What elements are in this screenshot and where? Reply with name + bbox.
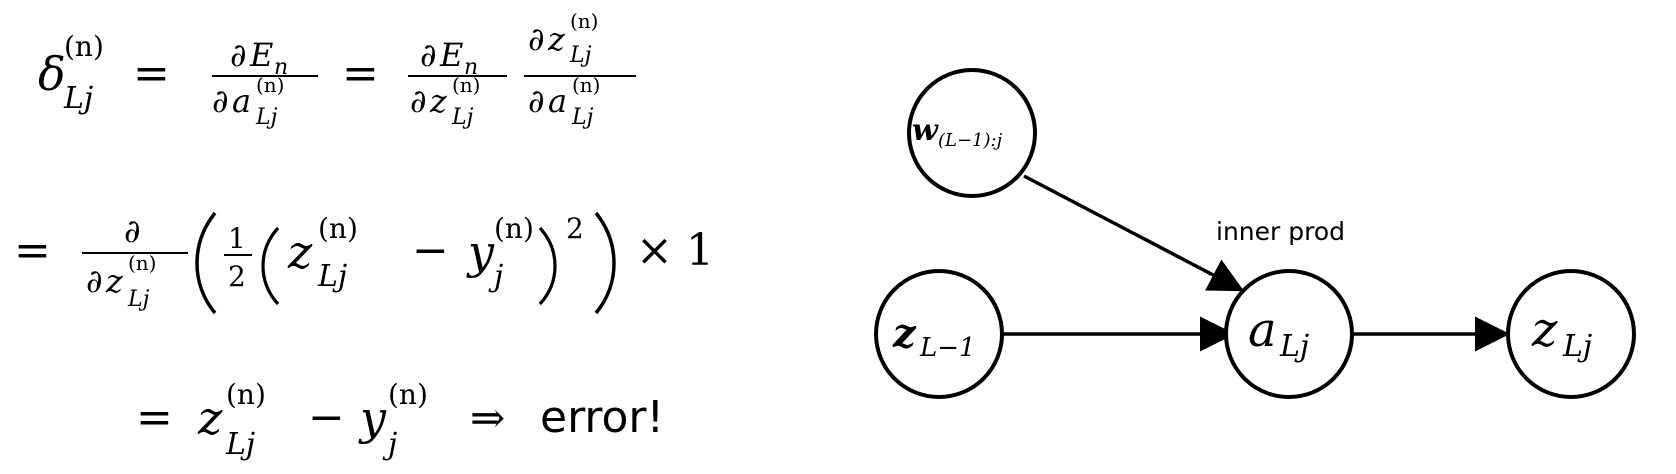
minus-sign: − (308, 392, 345, 443)
pre-activation-symbol: z (429, 82, 448, 120)
weights-subscript: (L−1):j (938, 130, 1003, 151)
edge-label-inner-prod: inner prod (1216, 217, 1345, 246)
previous-layer-subscript: L−1 (919, 333, 976, 363)
partial-symbol: ∂ (212, 82, 229, 120)
node-activation: a Lj (1224, 269, 1354, 399)
partial-symbol: ∂ (528, 20, 545, 58)
minus-sign: − (412, 225, 449, 276)
pre-activation-symbol: z (547, 20, 566, 58)
half-denominator: 2 (228, 260, 246, 293)
equation-line-2: = ∂ ∂ z (n) Lj 1 2 z (n) Lj − y (n) j (14, 211, 714, 315)
partial-symbol: ∂ (410, 82, 427, 120)
energy-symbol: E (249, 36, 273, 74)
pre-activation-symbol: z (105, 262, 124, 300)
implies-arrow: ⇒ (470, 393, 505, 442)
activation-symbol: a (232, 82, 251, 120)
pre-activation-superscript: (n) (570, 9, 599, 33)
target-superscript: (n) (388, 378, 428, 411)
energy-subscript: n (464, 55, 478, 80)
pre-activation-superscript: (n) (318, 212, 358, 245)
equals-sign-4: = (136, 392, 173, 443)
partial-symbol: ∂ (124, 212, 141, 250)
equals-sign-2: = (342, 48, 379, 99)
equation-line-1: δ (n) Lj = ∂ E n ∂ a (n) Lj = ∂ E n ∂ z … (38, 9, 636, 130)
pre-activation-subscript: Lj (569, 43, 592, 68)
delta-subscript: Lj (63, 81, 93, 116)
equation-block: δ (n) Lj = ∂ E n ∂ a (n) Lj = ∂ E n ∂ z … (14, 9, 714, 462)
inner-right-parenthesis (538, 226, 557, 306)
edge-weights-to-activation (1023, 174, 1245, 292)
activation-subscript: Lj (255, 105, 278, 130)
node-weights: w (L−1):j (907, 68, 1037, 198)
delta-superscript: (n) (64, 30, 104, 63)
pre-activation-superscript: (n) (128, 251, 157, 275)
pre-activation-subscript: Lj (127, 287, 150, 312)
activation-superscript: (n) (572, 73, 601, 97)
large-left-parenthesis (195, 211, 217, 315)
energy-symbol: E (439, 36, 463, 74)
target-symbol: y (466, 225, 495, 279)
activation-subscript: Lj (571, 105, 594, 130)
output-node-subscript: Lj (1562, 329, 1592, 364)
equals-sign-3: = (14, 225, 51, 276)
times-one: 1 (686, 225, 714, 276)
pre-activation-superscript: (n) (226, 378, 266, 411)
weights-symbol: w (912, 113, 939, 148)
node-previous-layer: z L−1 (874, 269, 1004, 399)
delta-symbol: δ (38, 47, 66, 101)
square-exponent: 2 (566, 212, 584, 245)
equals-sign-1: = (133, 48, 170, 99)
large-right-parenthesis (594, 211, 616, 315)
equation-line-3: = z (n) Lj − y (n) j ⇒ error! (136, 378, 664, 462)
target-superscript: (n) (494, 212, 534, 245)
error-label: error! (540, 392, 664, 443)
previous-layer-symbol: z (892, 310, 917, 357)
inner-left-parenthesis (261, 226, 280, 306)
target-symbol: y (358, 391, 387, 445)
energy-subscript: n (274, 55, 288, 80)
times-sign: × (636, 225, 673, 276)
pre-activation-subscript: Lj (451, 105, 474, 130)
partial-symbol: ∂ (420, 36, 437, 74)
pre-activation-subscript: Lj (317, 259, 347, 294)
pre-activation-symbol: z (287, 225, 313, 279)
node-output: z Lj (1506, 269, 1636, 399)
pre-activation-subscript: Lj (225, 427, 255, 462)
activation-symbol: a (548, 82, 567, 120)
pre-activation-symbol: z (197, 391, 223, 445)
partial-symbol: ∂ (230, 36, 247, 74)
computation-graph: inner prod w (L−1):j z L−1 a Lj z Lj (874, 68, 1636, 399)
activation-superscript: (n) (256, 73, 285, 97)
activation-node-symbol: a (1248, 302, 1277, 358)
half-numerator: 1 (228, 222, 246, 255)
activation-node-subscript: Lj (1279, 329, 1309, 364)
output-node-symbol: z (1531, 302, 1558, 358)
partial-symbol: ∂ (528, 82, 545, 120)
pre-activation-superscript: (n) (452, 73, 481, 97)
partial-symbol: ∂ (86, 262, 103, 300)
